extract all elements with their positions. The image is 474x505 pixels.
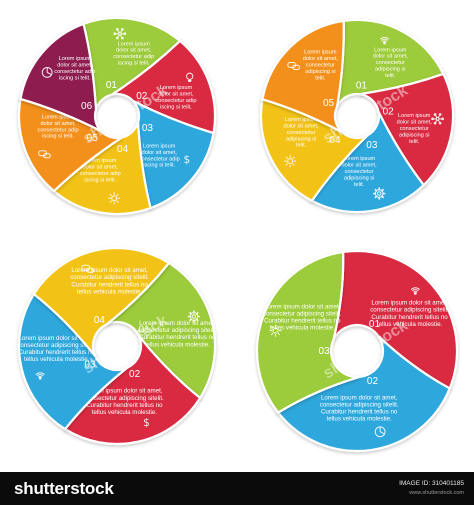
segment-number: 01: [139, 324, 151, 335]
segment-number: 03: [142, 123, 154, 134]
segment-number: 03: [84, 360, 96, 371]
chat-icon: [287, 62, 300, 71]
segment-shape: [19, 22, 102, 132]
sun-icon: [269, 324, 282, 337]
wifi-icon: [410, 287, 420, 295]
segment-number: 04: [94, 315, 106, 326]
segment-number: 01: [356, 81, 368, 92]
cycle-diagram-3: Lorem ipsum dolor sit amet,consectetur a…: [17, 246, 217, 446]
svg-text:$: $: [183, 154, 190, 166]
gear-icon: [187, 310, 201, 323]
svg-text:$: $: [143, 417, 150, 429]
chat-icon: [38, 150, 51, 159]
sun-icon: [108, 192, 121, 205]
segment-04: Lorem ipsum dolor sit amet,consectetur a…: [32, 246, 171, 357]
segment-number: 04: [117, 144, 129, 155]
network-icon: [113, 28, 127, 40]
footer-logo[interactable]: shutterstock: [14, 479, 114, 498]
cycle-diagram-4: Lorem ipsum dolor sit amet,consectetur a…: [255, 249, 459, 453]
segment-number: 03: [318, 346, 330, 357]
pie-chart-icon: [41, 66, 53, 78]
dollar-icon: $: [143, 417, 150, 429]
bulb-icon: [186, 72, 194, 83]
footer-bar: shutterstock IMAGE ID: 310401185 www.shu…: [0, 472, 474, 505]
wifi-icon: [380, 36, 390, 45]
segment-number: 04: [329, 135, 341, 146]
segment-text: Lorem ipsum dolor sit amet,consectetur a…: [70, 267, 149, 295]
segment-number: 03: [366, 140, 378, 151]
segment-number: 02: [129, 369, 141, 380]
segment-number: 02: [136, 91, 148, 102]
segment-number: 02: [383, 106, 395, 117]
dollar-icon: $: [183, 154, 190, 166]
wifi-icon: [35, 372, 45, 380]
segment-number: 01: [369, 319, 381, 330]
network-icon: [431, 113, 444, 125]
chat-icon: [81, 264, 94, 273]
segment-text: Lorem ipsum dolor sit amet,consectetur a…: [263, 303, 342, 331]
segment-text: Lorem ipsum dolor sit amet,consectetur a…: [138, 320, 217, 348]
segment-shape: [32, 246, 171, 357]
segment-shape: [261, 19, 345, 134]
segment-03: Lorem ipsum dolor sit amet,consectetur a…: [255, 250, 360, 415]
segment-number: 01: [106, 80, 118, 91]
segment-number: 06: [81, 101, 93, 112]
segment-text: Lorem ipsum dolor sit amet,consectetur a…: [370, 300, 449, 328]
segment-text: Lorem ipsum dolor sit amet,consectetur a…: [17, 335, 96, 363]
sun-icon: [284, 154, 297, 168]
segment-number: 02: [367, 376, 379, 387]
segment-shape: [255, 250, 360, 415]
pie-chart-icon: [374, 426, 386, 438]
segment-number: 05: [87, 133, 99, 144]
segment-01: Lorem ipsum dolor sit amet,consectetur a…: [106, 261, 217, 400]
segment-02: Lorem ipsum dolor sit amet,consectetur a…: [63, 335, 202, 446]
segment-number: 05: [323, 98, 335, 109]
segment-text: Lorem ipsum dolor sit amet,consectetur a…: [320, 394, 399, 422]
segment-text: Lorem ipsum dolor sit amet,consectetur a…: [85, 388, 164, 416]
image-id-label: IMAGE ID: 310401185: [399, 480, 464, 487]
gear-icon: [372, 187, 386, 200]
site-url[interactable]: www.shutterstock.com: [409, 490, 464, 496]
